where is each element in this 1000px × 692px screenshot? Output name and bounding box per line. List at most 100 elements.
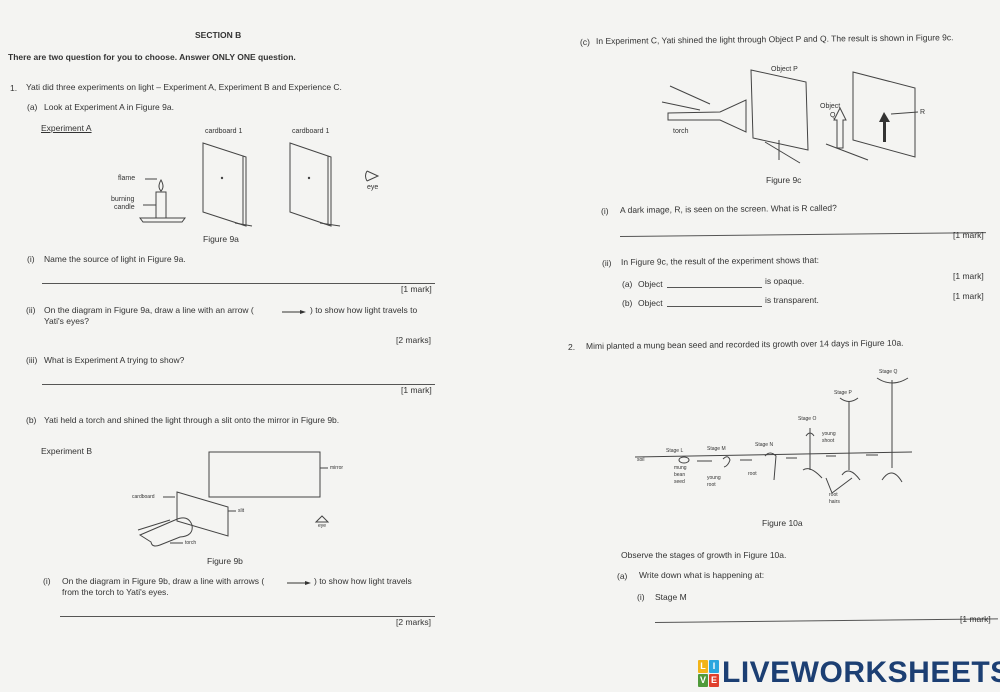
experiment-b-heading: Experiment B [41,446,93,456]
r-label: R [920,109,926,116]
figure-9a-drawing [139,142,380,227]
young-shoot-label-2: shoot [822,438,835,444]
cardboard-label: cardboard [132,494,155,500]
answer-line-a-i[interactable] [42,283,435,284]
c-ii-a-label: (a) [622,279,633,289]
cardboard-1 [202,142,244,226]
seed-label-3: seed [674,479,685,485]
figure-9a-caption: Figure 9a [203,234,239,244]
observe-text: Observe the stages of growth in Figure 1… [621,550,787,560]
c-i-marks: [1 mark] [953,230,984,240]
b-i-text-1: On the diagram in Figure 9b, draw a line… [62,576,265,586]
figure-9c-caption: Figure 9c [766,175,802,185]
answer-line-q2a-i[interactable] [654,618,998,623]
q1-text: Yati did three experiments on light – Ex… [26,82,342,92]
logo-mark-icon: L I V E [698,659,719,687]
candle [155,191,167,219]
shadow-r [879,112,890,142]
a-ii-label: (ii) [26,305,36,315]
answer-line-c-i[interactable] [619,232,986,237]
c-ii-b-label: (b) [622,298,633,308]
mirror-label: mirror [330,465,344,471]
answer-line-b-i[interactable] [60,616,435,617]
a-ii-text-3: Yati's eyes? [44,316,89,326]
arrow-icon [287,581,311,585]
a-ii-marks: [2 marks] [396,335,431,345]
liveworksheets-logo: L I V E LIVEWORKSHEETS [698,656,1000,690]
seed-l [678,456,690,464]
q2a-text: Write down what is happening at: [639,570,765,580]
screen [852,71,916,158]
instruction: There are two question for you to choose… [8,52,296,62]
candle-label-1: burning [111,196,135,203]
qc-label: (c) [579,36,590,47]
c-ii-b-text-1: Object [638,298,663,308]
figure-10a-caption: Figure 10a [762,518,803,528]
logo-letter: L [698,659,708,673]
answer-blank-c-ii-a[interactable] [667,287,762,288]
seed-label-1: mung [674,465,687,471]
c-ii-a-marks: [1 mark] [953,271,984,281]
b-i-text-3: from the torch to Yati's eyes. [62,587,169,597]
answer-blank-c-ii-b[interactable] [667,306,762,307]
plant-o [802,428,823,479]
a-i-text: Name the source of light in Figure 9a. [44,254,186,264]
b-i-text-2: ) to show how light travels [314,576,412,586]
c-ii-b-marks: [1 mark] [953,291,984,301]
c-ii-a-text-2: is opaque. [765,276,805,286]
young-root-label-1: young [707,475,721,481]
cardboard [176,491,229,537]
qa-text: Look at Experiment A in Figure 9a. [44,102,174,112]
object-p-label: Object P [771,66,798,73]
plant-p [839,397,861,481]
q2-text: Mimi planted a mung bean seed and record… [585,337,904,351]
q2a-i-marks: [1 mark] [960,614,991,624]
stage-l-label: Stage L [666,448,684,454]
stage-q-label: Stage Q [879,369,898,375]
flame-label: flame [118,175,136,182]
slit-label: slit [238,508,245,514]
cardboard-2-label: cardboard 1 [292,128,330,135]
q2a-i-label: (i) [637,592,645,602]
q2a-label: (a) [617,571,628,581]
stage-m-label: Stage M [707,446,726,452]
c-ii-label: (ii) [602,258,612,268]
logo-letter: I [709,659,719,673]
qc-text: In Experiment C, Yati shined the light t… [595,32,954,46]
arrow-icon [282,310,306,314]
flame-icon [158,178,164,192]
soil-label: soil [637,457,645,463]
a-iii-label: (iii) [26,355,38,365]
b-i-marks: [2 marks] [396,617,431,627]
figure-10a-drawing [634,377,913,494]
plant-q [876,377,909,483]
q2a-i-text: Stage M [655,592,687,602]
young-root-label-2: root [707,482,716,488]
stage-o-label: Stage O [798,416,817,422]
torch-label: torch [185,540,197,546]
root-label: root [748,471,757,477]
seed-label-2: bean [674,472,686,478]
candle-base [139,217,186,223]
figure-9b-drawing [137,451,330,547]
qa-label: (a) [27,102,38,112]
q2-number: 2. [568,342,576,352]
object-q-label-2: Q [830,112,836,119]
eye-icon [314,515,330,523]
c-i-text: A dark image, R, is seen on the screen. … [619,202,837,215]
stage-p-label: Stage P [834,390,852,396]
qb-label: (b) [26,415,37,425]
a-iii-marks: [1 mark] [401,385,432,395]
root-hairs-label-1: root [829,492,838,498]
answer-line-a-iii[interactable] [42,384,435,385]
cardboard-2 [289,142,329,226]
logo-letter: V [698,673,708,687]
a-iii-text: What is Experiment A trying to show? [44,355,185,365]
object-p [750,69,809,151]
logo-text: LIVEWORKSHEETS [722,656,1000,689]
c-ii-a-text-1: Object [638,279,663,289]
a-ii-text-1: On the diagram in Figure 9a, draw a line… [44,305,254,315]
cardboard-1-label: cardboard 1 [205,128,243,135]
a-i-label: (i) [27,254,35,264]
logo-letter: E [709,673,719,687]
